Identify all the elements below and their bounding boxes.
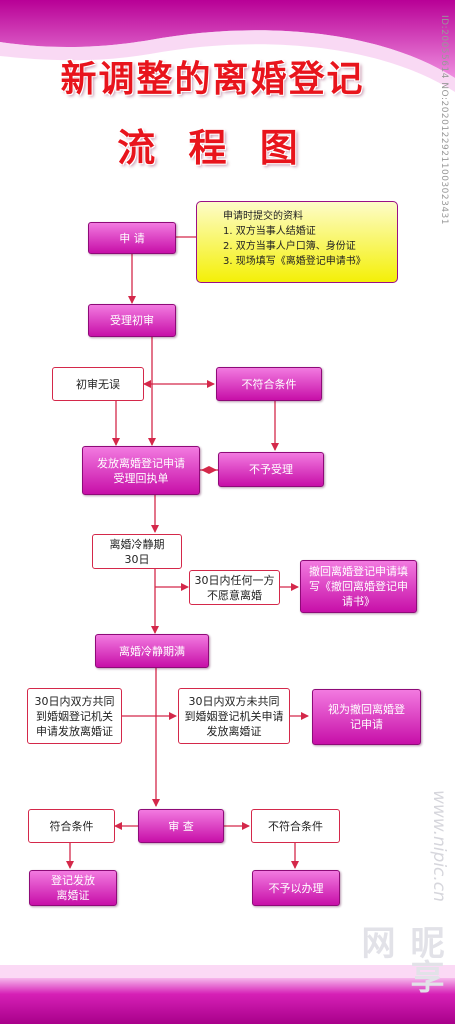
node-withdraw: 撤回离婚登记申请填写《撤回离婚登记申请书》 bbox=[300, 560, 417, 613]
node-cooling: 离婚冷静期30日 bbox=[92, 534, 182, 569]
node-accept: 受理初审 bbox=[88, 304, 176, 337]
image-id-text: ID:20055614 NO:20201229211003023431 bbox=[439, 15, 449, 225]
node-register: 登记发放离婚证 bbox=[29, 870, 117, 906]
node-unwilling: 30日内任何一方不愿意离婚 bbox=[189, 570, 280, 605]
main-title: 新调整的离婚登记 bbox=[60, 59, 365, 100]
node-issue-receipt: 发放离婚登记申请受理回执单 bbox=[82, 446, 200, 495]
node-apply: 申 请 bbox=[88, 222, 176, 254]
node-not-meets: 不符合条件 bbox=[251, 809, 340, 843]
node-reject: 不予受理 bbox=[218, 452, 324, 487]
materials-item: 1. 双方当事人结婚证 bbox=[223, 226, 316, 237]
materials-item: 3. 现场填写《离婚登记申请书》 bbox=[223, 256, 366, 267]
materials-title: 申请时提交的资料 bbox=[223, 211, 303, 222]
node-meets: 符合条件 bbox=[28, 809, 115, 843]
node-refuse: 不予以办理 bbox=[252, 870, 340, 906]
bottom-band bbox=[0, 978, 455, 1024]
sub-title: 流 程 图 bbox=[117, 126, 308, 170]
node-deemed-withdraw: 视为撤回离婚登记申请 bbox=[312, 689, 421, 745]
node-both-apply: 30日内双方共同到婚姻登记机关申请发放离婚证 bbox=[27, 688, 122, 744]
node-not-both: 30日内双方未共同到婚姻登记机关申请发放离婚证 bbox=[178, 688, 290, 744]
node-not-eligible: 不符合条件 bbox=[216, 367, 322, 401]
node-first-ok: 初审无误 bbox=[52, 367, 144, 401]
watermark-url: www.nipic.cn bbox=[429, 790, 449, 902]
top-wave bbox=[0, 0, 455, 78]
materials-item: 2. 双方当事人户口簿、身份证 bbox=[223, 241, 356, 252]
watermark-logo: 昵享网 bbox=[355, 925, 444, 993]
node-cooling-end: 离婚冷静期满 bbox=[95, 634, 209, 668]
node-review: 审 查 bbox=[138, 809, 224, 843]
node-materials: 申请时提交的资料 1. 双方当事人结婚证 2. 双方当事人户口簿、身份证 3. … bbox=[196, 201, 398, 283]
top-wave-light bbox=[0, 30, 455, 92]
